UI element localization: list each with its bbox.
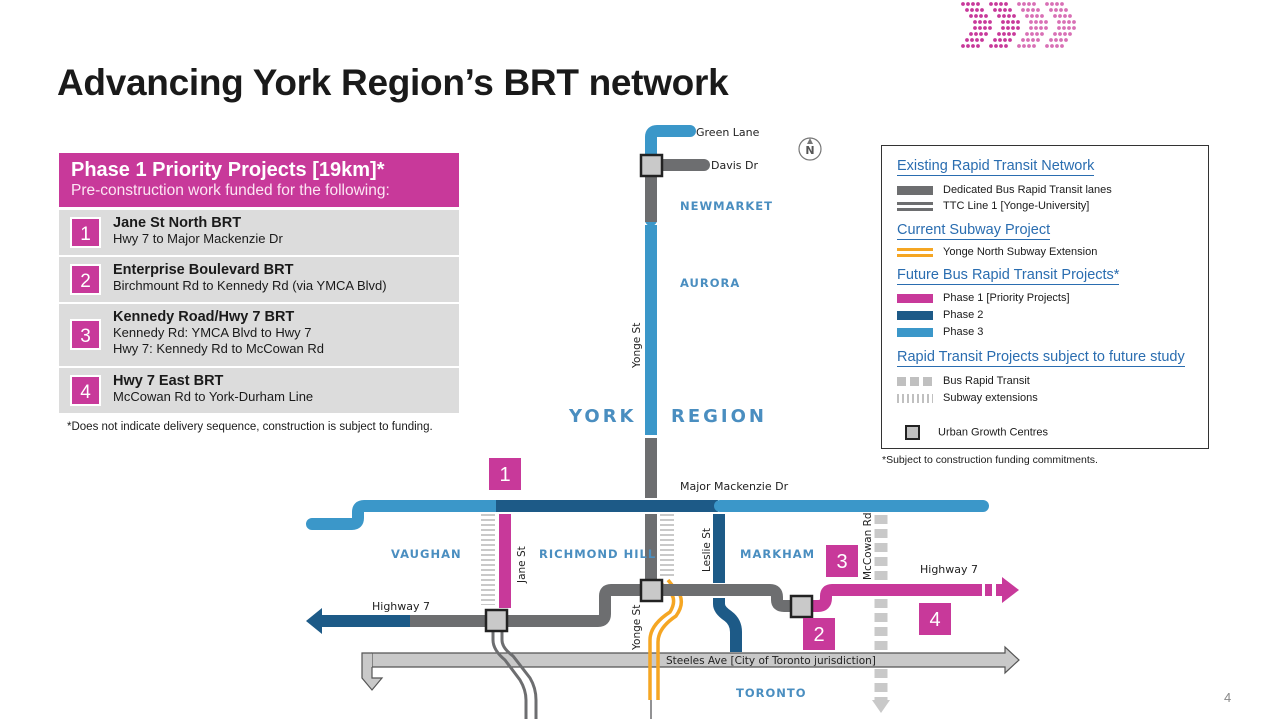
project-name: Jane St North BRT bbox=[113, 215, 242, 231]
vaughan-label: VAUGHAN bbox=[391, 547, 462, 561]
legend-item: Phase 3 bbox=[897, 326, 983, 338]
project-item: 3 Kennedy Road/Hwy 7 BRT Kennedy Rd: YMC… bbox=[59, 304, 459, 366]
north-arrow-icon: N bbox=[798, 137, 822, 161]
green-lane-label: Green Lane bbox=[696, 126, 760, 139]
project-item: 4 Hwy 7 East BRT McCowan Rd to York-Durh… bbox=[59, 368, 459, 413]
project-name: Hwy 7 East BRT bbox=[113, 373, 224, 389]
page-title: Advancing York Region’s BRT network bbox=[57, 62, 729, 103]
mccowan-rd-label: McCowan Rd bbox=[862, 512, 874, 580]
legend-heading: Current Subway Project bbox=[897, 222, 1051, 240]
yonge-north-subway-extension bbox=[648, 578, 684, 700]
legend-item: Bus Rapid Transit bbox=[897, 375, 1030, 387]
yonge-st-label-south: Yonge St bbox=[631, 605, 643, 651]
future-subway-ticks bbox=[481, 514, 674, 605]
major-mackenzie-brt bbox=[306, 500, 989, 530]
steeles-ave-label: Steeles Ave [City of Toronto jurisdictio… bbox=[666, 655, 876, 667]
legend-swatch bbox=[897, 393, 933, 403]
steeles-ave-road bbox=[361, 645, 1020, 691]
legend-swatch bbox=[897, 201, 933, 211]
ttc-line-1 bbox=[491, 625, 538, 719]
legend-heading: Rapid Transit Projects subject to future… bbox=[897, 349, 1185, 367]
mccowan-future-brt bbox=[872, 515, 890, 713]
legend-swatch bbox=[897, 376, 933, 386]
project-number-badge: 4 bbox=[70, 375, 101, 406]
highway-7-west-label: Highway 7 bbox=[372, 600, 430, 613]
yonge-st-label-north: Yonge St bbox=[631, 323, 643, 369]
aurora-label: AURORA bbox=[680, 276, 740, 290]
legend-swatch bbox=[897, 247, 933, 257]
page-number: 4 bbox=[1224, 690, 1232, 705]
legend-label: TTC Line 1 [Yonge-University] bbox=[943, 200, 1090, 213]
markham-label: MARKHAM bbox=[740, 547, 815, 561]
legend-label: Dedicated Bus Rapid Transit lanes bbox=[943, 184, 1112, 197]
phase-panel-title: Phase 1 Priority Projects [19km]* bbox=[71, 159, 385, 181]
legend-item: Subway extensions bbox=[897, 392, 1038, 404]
logo-chevrons bbox=[961, 2, 1076, 48]
legend-label: Phase 2 bbox=[943, 309, 984, 322]
project-marker-number: 3 bbox=[836, 551, 847, 573]
legend-label: Urban Growth Centres bbox=[938, 426, 1049, 439]
north-label: N bbox=[805, 144, 814, 157]
leslie-st-label: Leslie St bbox=[701, 528, 713, 572]
legend-swatch bbox=[897, 327, 933, 337]
legend-swatch bbox=[897, 310, 933, 320]
legend-item: Phase 2 bbox=[897, 309, 983, 321]
legend-swatch bbox=[897, 293, 933, 303]
toronto-label: TORONTO bbox=[736, 686, 807, 700]
yonge-st-brt bbox=[645, 125, 710, 580]
project-item: 1 Jane St North BRT Hwy 7 to Major Macke… bbox=[59, 210, 459, 255]
project-detail: McCowan Rd to York-Durham Line bbox=[113, 389, 314, 404]
legend-item: TTC Line 1 [Yonge-University] bbox=[897, 200, 1089, 212]
project-marker-box bbox=[919, 603, 951, 635]
legend-heading: Future Bus Rapid Transit Projects* bbox=[897, 267, 1120, 285]
leslie-st-brt bbox=[713, 514, 742, 652]
project-marker-number: 2 bbox=[813, 624, 824, 646]
project-detail: Hwy 7 to Major Mackenzie Dr bbox=[113, 231, 283, 246]
legend-label: Phase 3 bbox=[943, 326, 984, 339]
project-number-badge: 2 bbox=[70, 264, 101, 295]
highway-7-brt bbox=[306, 577, 1019, 634]
region-label: REGION bbox=[671, 406, 767, 427]
legend-label: Phase 1 [Priority Projects] bbox=[943, 292, 1070, 305]
legend-swatch bbox=[905, 425, 920, 440]
project-marker-box bbox=[489, 458, 521, 490]
project-number-badge: 3 bbox=[70, 319, 101, 350]
project-name: Kennedy Road/Hwy 7 BRT bbox=[113, 309, 295, 325]
legend-item: Yonge North Subway Extension bbox=[897, 246, 1097, 258]
project-detail: Birchmount Rd to Kennedy Rd (via YMCA Bl… bbox=[113, 278, 387, 293]
richmond-hill-label: RICHMOND HILL bbox=[539, 547, 656, 561]
phase-panel-subtitle: Pre-construction work funded for the fol… bbox=[71, 182, 390, 199]
project-detail: Kennedy Rd: YMCA Blvd to Hwy 7 bbox=[113, 325, 312, 340]
project-markers: 1 2 3 4 bbox=[489, 458, 951, 650]
legend-label: Subway extensions bbox=[943, 392, 1038, 405]
project-marker-number: 4 bbox=[929, 609, 940, 631]
legend-footnote: *Subject to construction funding commitm… bbox=[882, 454, 1098, 466]
legend-swatch bbox=[897, 185, 933, 195]
urban-growth-centres bbox=[484, 153, 814, 633]
project-marker-number: 1 bbox=[499, 464, 510, 486]
legend-item: Phase 1 [Priority Projects] bbox=[897, 292, 1070, 304]
project-name: Enterprise Boulevard BRT bbox=[113, 262, 294, 278]
legend-item: Dedicated Bus Rapid Transit lanes bbox=[897, 184, 1112, 196]
legend-label: Yonge North Subway Extension bbox=[943, 246, 1098, 259]
project-marker-box bbox=[803, 618, 835, 650]
legend-label: Bus Rapid Transit bbox=[943, 375, 1030, 388]
legend-item: Urban Growth Centres bbox=[897, 425, 1048, 440]
davis-dr-label: Davis Dr bbox=[711, 159, 758, 172]
highway-7-east-label: Highway 7 bbox=[920, 563, 978, 576]
project-detail: Hwy 7: Kennedy Rd to McCowan Rd bbox=[113, 341, 324, 356]
newmarket-label: NEWMARKET bbox=[680, 199, 773, 213]
phase-panel: Phase 1 Priority Projects [19km]* Pre-co… bbox=[59, 153, 459, 415]
project-marker-box bbox=[826, 545, 858, 577]
major-mackenzie-label: Major Mackenzie Dr bbox=[680, 480, 789, 493]
york-label: YORK bbox=[568, 406, 637, 427]
legend-heading: Existing Rapid Transit Network bbox=[897, 158, 1095, 176]
project-number-badge: 1 bbox=[70, 217, 101, 248]
project-item: 2 Enterprise Boulevard BRT Birchmount Rd… bbox=[59, 257, 459, 302]
phase-panel-header: Phase 1 Priority Projects [19km]* Pre-co… bbox=[59, 153, 459, 210]
phase-footnote: *Does not indicate delivery sequence, co… bbox=[67, 421, 433, 433]
jane-st-label: Jane St bbox=[516, 546, 528, 584]
